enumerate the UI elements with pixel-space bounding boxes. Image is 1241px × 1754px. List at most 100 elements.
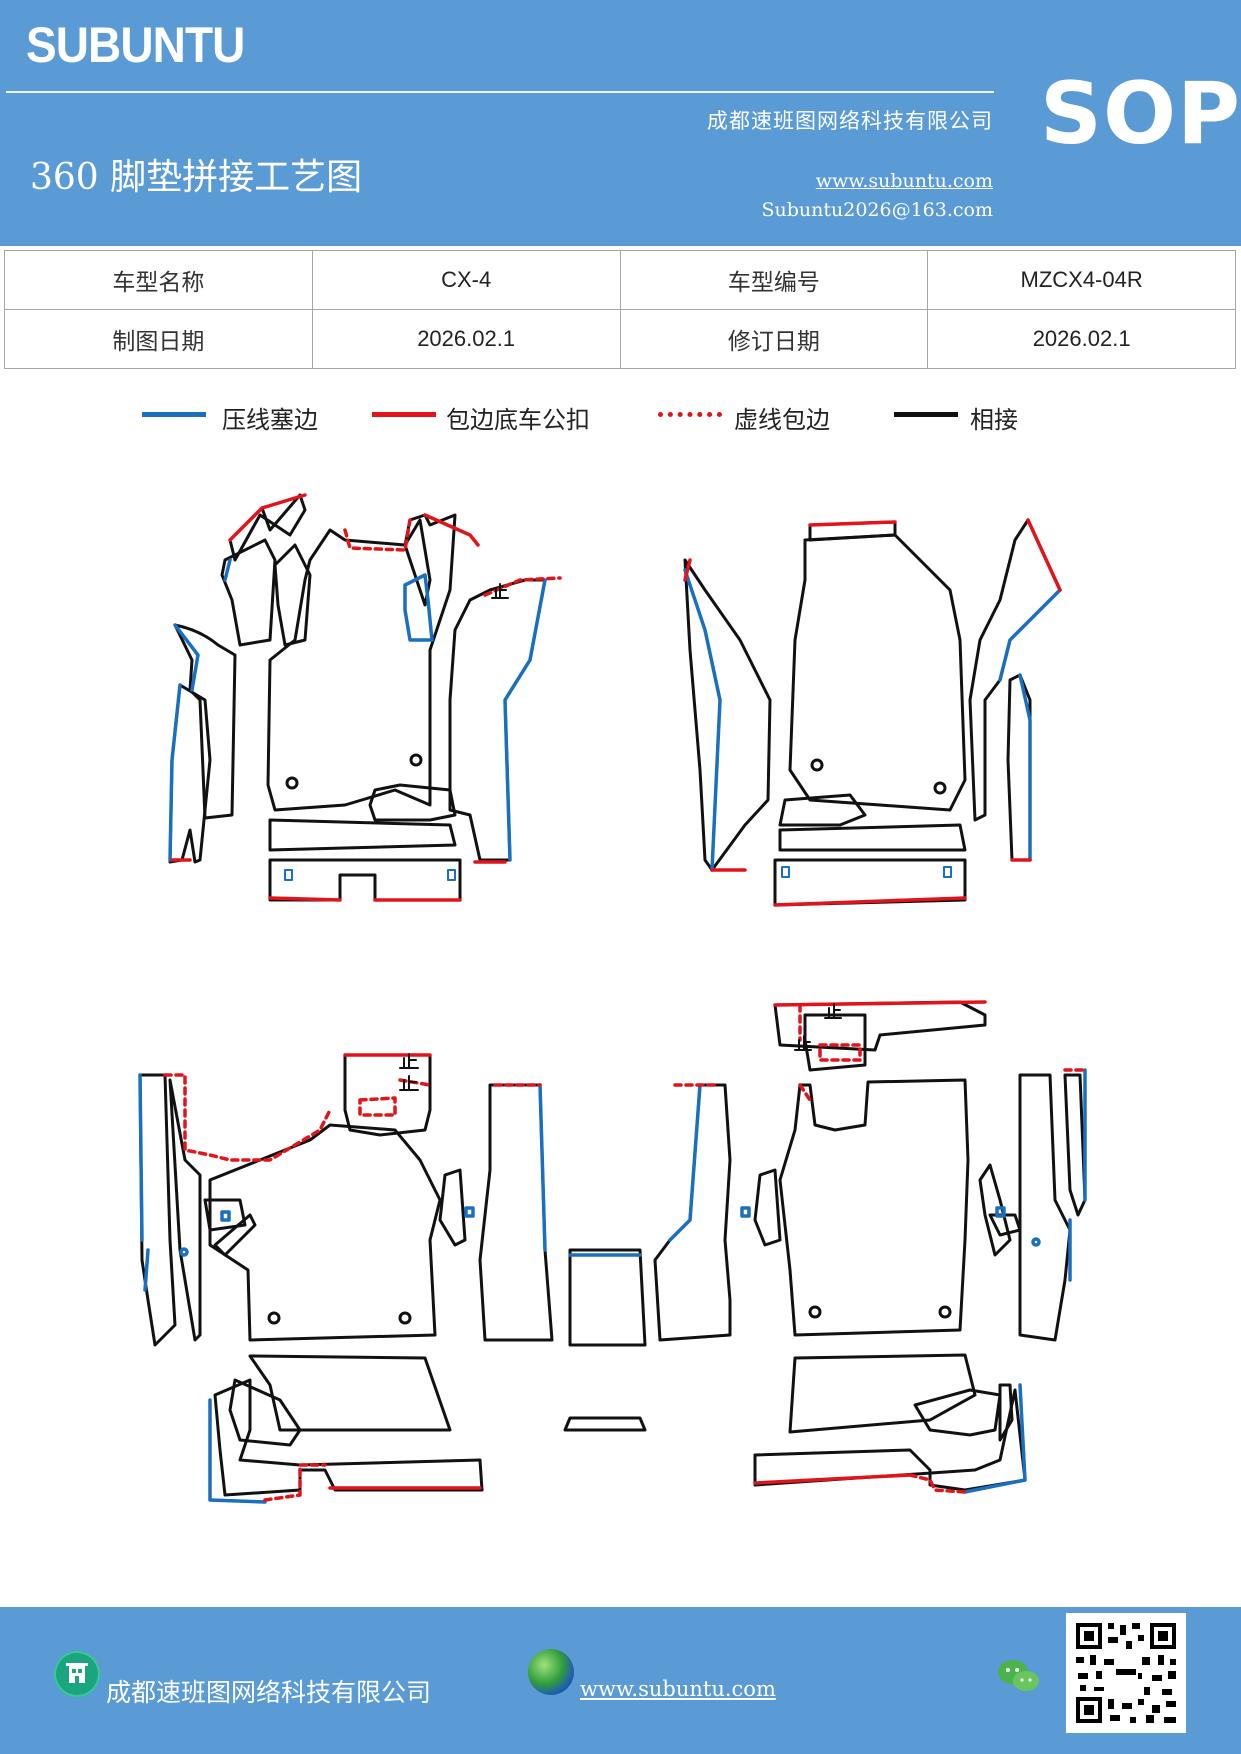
mat-clip: [284, 869, 293, 881]
red-edge: [753, 1473, 912, 1485]
legend-label: 相接: [970, 406, 1018, 434]
mat-hole: [933, 781, 947, 795]
mat-piece: [778, 793, 867, 827]
header-company-name: 成都速班图网络科技有限公司: [707, 109, 993, 133]
blue-edge: [998, 588, 1062, 682]
mat-piece: [1063, 1073, 1087, 1217]
legend-swatch-black: [894, 412, 958, 417]
mat-hole: [267, 1311, 281, 1325]
model-code-value: MZCX4-04R: [927, 250, 1236, 310]
mat-piece: [228, 1378, 302, 1447]
draw-date-label: 制图日期: [4, 309, 313, 369]
red-dashed-edge: [908, 1473, 967, 1494]
legend-label: 压线塞边: [222, 406, 318, 434]
blue-edge: [683, 568, 722, 872]
blue-edge: [208, 1398, 267, 1504]
red-edge: [773, 1000, 987, 1007]
document-title: 360 脚垫拼接工艺图: [30, 157, 363, 198]
footer-company-name: 成都速班图网络科技有限公司: [106, 1678, 432, 1707]
mat-piece: [998, 1383, 1014, 1442]
mat-clip: [781, 866, 790, 878]
mat-clip: [740, 1206, 751, 1218]
footer-banner: 成都速班图网络科技有限公司 www.subuntu.com: [0, 1607, 1241, 1754]
mat-piece: [773, 858, 967, 907]
mat-piece: [203, 1198, 247, 1232]
header-banner: SUBUNTU 成都速班图网络科技有限公司 SOP 360 脚垫拼接工艺图 ww…: [0, 0, 1241, 246]
mat-piece: [753, 1168, 782, 1247]
mat-piece: [1018, 1073, 1072, 1342]
blue-edge: [503, 578, 547, 862]
stop-marker: [491, 583, 509, 599]
mat-piece: [228, 493, 307, 562]
mat-piece: [448, 578, 547, 862]
mat-piece: [968, 518, 1062, 822]
mat-clip: [1031, 1237, 1041, 1247]
sop-label: SOP: [1040, 64, 1241, 164]
mat-piece: [563, 1416, 647, 1432]
legend-swatch-red: [372, 412, 436, 417]
mat-hole: [938, 1305, 952, 1319]
mat-piece: [913, 1388, 1002, 1437]
legend-label: 包边底车公扣: [446, 406, 590, 434]
building-icon: [54, 1651, 100, 1697]
red-edge: [808, 520, 897, 527]
header-website-link[interactable]: www.subuntu.com: [815, 170, 993, 192]
vehicle-info-table: 车型名称 CX-4 车型编号 MZCX4-04R 制图日期 2026.02.1 …: [4, 250, 1236, 369]
brand-logo: SUBUNTU: [26, 17, 245, 73]
stop-marker: [824, 1003, 842, 1019]
model-name-label: 车型名称: [4, 250, 313, 310]
mat-piece: [773, 1000, 987, 1052]
mat-piece: [788, 533, 967, 812]
red-edge: [683, 558, 692, 582]
table-row: 制图日期 2026.02.1 修订日期 2026.02.1: [4, 309, 1236, 369]
table-row: 车型名称 CX-4 车型编号 MZCX4-04R: [4, 250, 1236, 310]
red-dashed-edge: [798, 1083, 812, 1102]
blue-edge: [538, 1083, 547, 1252]
qr-code: [1066, 1613, 1186, 1733]
mat-hole: [398, 1311, 412, 1325]
header-email: Subuntu2026@163.com: [761, 199, 993, 221]
mat-piece: [268, 818, 457, 852]
draw-date-value: 2026.02.1: [311, 309, 621, 369]
mat-clip: [464, 1206, 475, 1218]
mat-piece: [803, 1013, 867, 1072]
mat-piece: [138, 1073, 177, 1347]
stop-marker: [399, 1075, 419, 1091]
mat-clip: [943, 866, 952, 878]
model-code-label: 车型编号: [619, 250, 929, 310]
blue-edge: [173, 623, 200, 692]
floor-mat-diagram: [138, 493, 1087, 1504]
mat-hole: [285, 776, 299, 790]
blue-edge: [143, 1248, 150, 1292]
footer-website-link[interactable]: www.subuntu.com: [580, 1677, 776, 1701]
blue-edge: [168, 683, 182, 862]
mat-piece: [208, 1123, 442, 1342]
blue-edge: [403, 573, 434, 642]
mat-piece: [778, 1078, 970, 1337]
red-edge: [773, 896, 967, 907]
revise-date-value: 2026.02.1: [927, 309, 1236, 369]
mat-clip: [179, 1247, 189, 1257]
legend-swatch-blue: [142, 412, 206, 417]
blue-edge: [138, 1073, 144, 1242]
header-divider: [6, 91, 994, 93]
mat-hole: [409, 753, 423, 767]
blue-edge: [223, 558, 232, 582]
mat-piece: [213, 1213, 257, 1257]
mat-piece: [438, 1168, 467, 1247]
legend-label: 虚线包边: [734, 406, 830, 434]
mat-clip: [995, 1206, 1006, 1218]
stop-marker: [794, 1035, 812, 1051]
legend-swatch-dashed: [658, 412, 722, 417]
mat-piece: [653, 1083, 732, 1342]
red-dashed-edge: [358, 1096, 397, 1117]
wechat-icon[interactable]: [996, 1657, 1042, 1697]
revise-date-label: 修订日期: [619, 309, 929, 369]
red-edge: [423, 513, 480, 547]
mat-piece: [368, 783, 457, 822]
blue-edge: [963, 1383, 1027, 1494]
line-legend: 压线塞边 包边底车公扣 虚线包边 相接: [0, 400, 1241, 440]
stop-marker: [399, 1053, 419, 1069]
globe-icon: [528, 1649, 574, 1695]
blue-edge: [1018, 673, 1032, 862]
